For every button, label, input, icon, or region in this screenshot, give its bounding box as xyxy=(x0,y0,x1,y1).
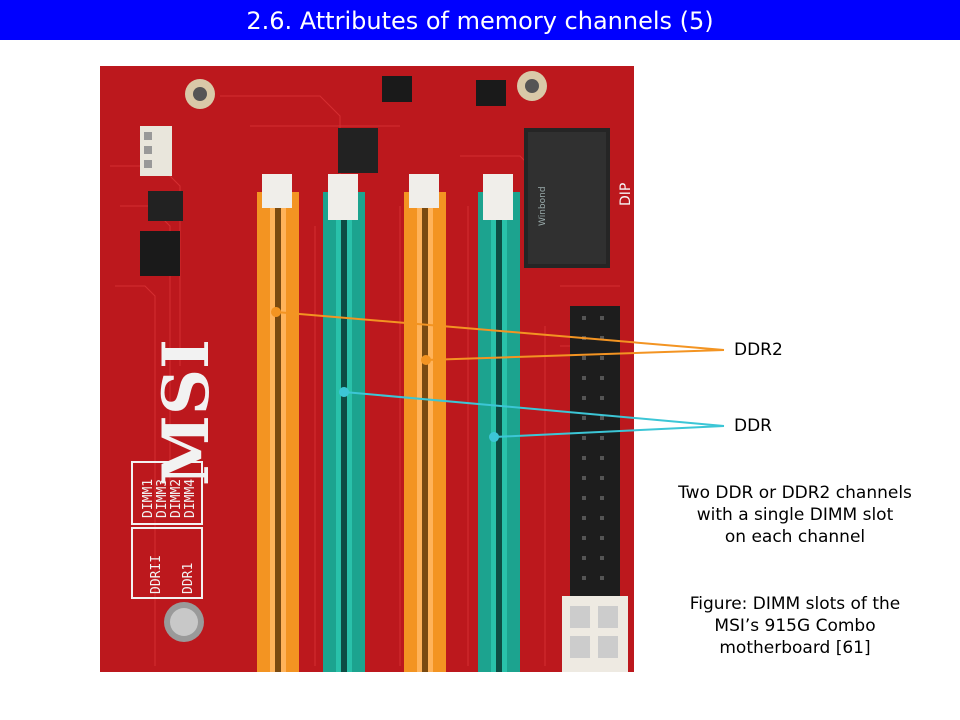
caption-line: MSI’s 915G Combo xyxy=(714,616,876,636)
ddr-label: DDR xyxy=(734,416,772,436)
dimm-slot-2-ddr xyxy=(323,174,365,672)
small-chip xyxy=(140,231,180,276)
silkscreen-labels: DIMM1 DIMM3 DIMM2 DIMM4 DDRII DDR1 xyxy=(131,461,203,599)
svg-text:DIMM4: DIMM4 xyxy=(183,479,198,518)
slide-title: 2.6. Attributes of memory channels (5) xyxy=(246,7,714,35)
jumper-block-2 xyxy=(476,80,506,106)
motherboard-photo: Winbond DIP MSI DIMM1 DIMM3 DIMM2 DIMM4 … xyxy=(100,66,634,672)
mount-hole-2 xyxy=(517,71,547,101)
figure-caption: Figure: DIMM slots of the MSI’s 915G Com… xyxy=(650,593,940,659)
caption-line: motherboard [61] xyxy=(719,638,871,658)
dip-label: DIP xyxy=(618,183,634,206)
description-line: with a single DIMM slot xyxy=(696,505,894,525)
jumper-block-1 xyxy=(382,76,412,102)
svg-text:DDRII: DDRII xyxy=(149,555,164,594)
description-line: on each channel xyxy=(724,527,866,547)
caption-line: Figure: DIMM slots of the xyxy=(689,594,901,614)
svg-text:DIMM2: DIMM2 xyxy=(169,479,184,518)
title-bar xyxy=(0,0,960,40)
description-line: Two DDR or DDR2 channels xyxy=(678,483,912,503)
dimm-slot-3-ddr2 xyxy=(404,174,446,672)
ddr2-label: DDR2 xyxy=(734,340,783,360)
capacitor xyxy=(164,602,204,642)
channel-description: Two DDR or DDR2 channels with a single D… xyxy=(650,482,940,548)
dimm-slot-4-ddr xyxy=(478,174,520,672)
chip-label: Winbond xyxy=(538,186,548,226)
svg-text:DDR1: DDR1 xyxy=(181,563,196,594)
mount-hole-1 xyxy=(185,79,215,109)
logic-chip xyxy=(338,128,378,173)
svg-text:DIMM3: DIMM3 xyxy=(155,479,170,518)
svg-text:DIMM1: DIMM1 xyxy=(141,479,156,518)
msi-logo: MSI xyxy=(149,339,224,486)
ide-connector xyxy=(570,306,620,596)
dimm-slot-1-ddr2 xyxy=(257,174,299,672)
regulator-chip xyxy=(148,191,183,221)
